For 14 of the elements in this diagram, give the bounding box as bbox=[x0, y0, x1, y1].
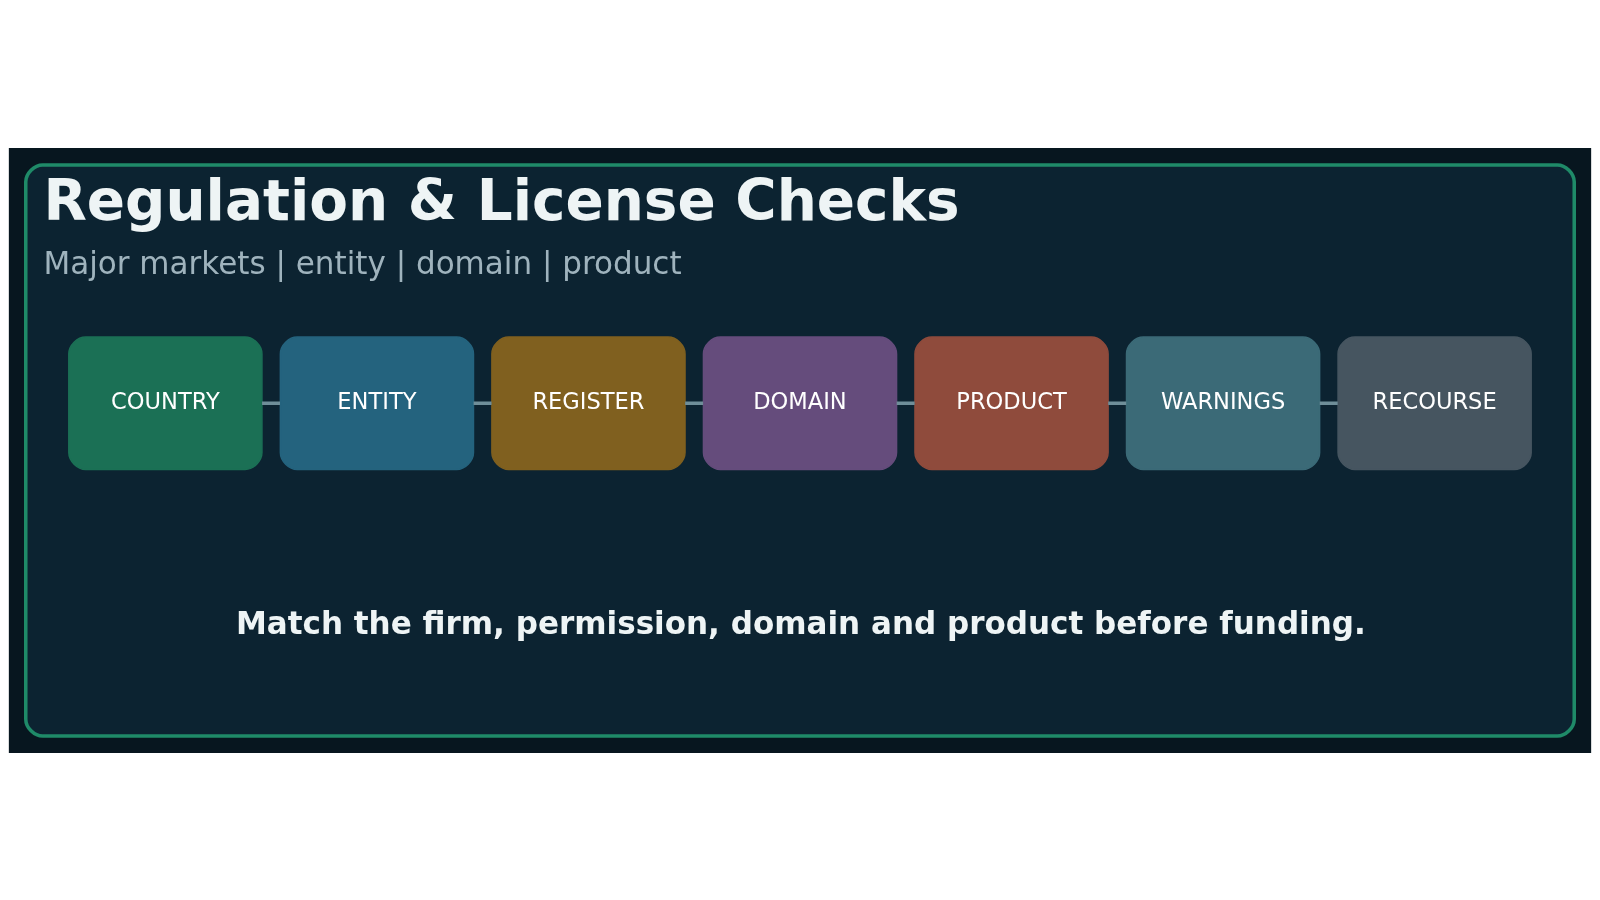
label: Match the firm, permission, domain and product before funding. bbox=[235, 604, 1366, 641]
node-box: WARNINGS bbox=[1125, 335, 1321, 470]
node-box: REGISTER bbox=[491, 335, 686, 470]
connector bbox=[262, 401, 280, 405]
node-box: RECOURSE bbox=[1337, 335, 1532, 470]
connector bbox=[473, 401, 492, 405]
connector bbox=[896, 401, 915, 405]
node-box: ENTITY bbox=[279, 335, 475, 470]
node-box: PRODUCT bbox=[914, 335, 1109, 470]
node-box: DOMAIN bbox=[702, 335, 898, 470]
node-box: COUNTRY bbox=[68, 335, 263, 470]
connector bbox=[685, 401, 704, 405]
connector bbox=[1319, 401, 1338, 405]
connector bbox=[1108, 401, 1127, 405]
